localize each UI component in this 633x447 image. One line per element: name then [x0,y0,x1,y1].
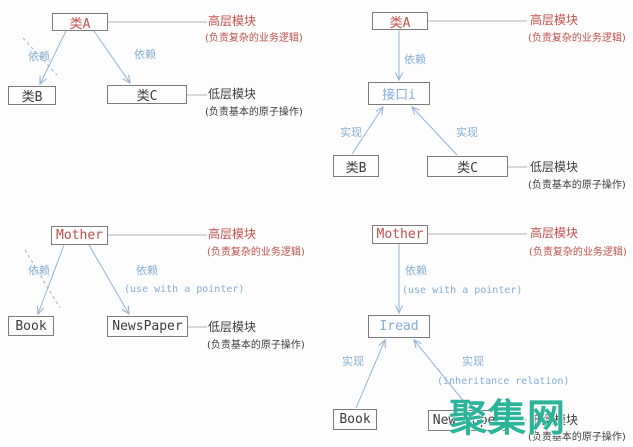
q4-high-module-sublabel: (负责复杂的业务逻辑) [529,247,627,258]
q4-newspaper-box: NewsPaper [428,410,508,431]
q2-low-module-label: 低层模块 [530,160,579,174]
q1-class-a-box: 类A [52,13,108,32]
q1-high-module-label: 高层模块 [208,14,257,28]
q1-dependency-label-left: 依赖 [28,50,50,63]
q1-dep-arrow-right [93,30,131,85]
q1-low-module-sublabel: (负责基本的原子操作) [205,107,303,118]
q2-high-module-label: 高层模块 [530,13,579,27]
q4-mother-box: Mother [372,225,428,244]
q1-dep-arrow-left [39,30,67,86]
q3-dashed-line [24,249,61,309]
q4-implement-label-left: 实现 [342,355,364,368]
q3-low-module-sublabel: (负责基本的原子操作) [207,340,305,351]
q3-pointer-note: (use with a pointer) [124,284,245,295]
q1-high-module-sublabel: (负责复杂的业务逻辑) [205,33,303,44]
q2-implement-label-right: 实现 [456,126,478,139]
q2-low-module-sublabel: (负责基本的原子操作) [528,180,626,191]
q4-inheritance-note: (inheritance relation) [437,376,570,387]
q4-dependency-label: 依赖 [405,264,427,277]
q4-low-module-sublabel: (负责基本的原子操作) [528,432,626,443]
q2-high-module-sublabel: (负责复杂的业务逻辑) [528,33,626,44]
q3-dep-arrow-right [88,244,130,316]
q4-high-module-label: 高层模块 [530,226,579,240]
q2-implement-label-left: 实现 [340,126,362,139]
q3-high-module-label: 高层模块 [208,227,257,241]
q3-newspaper-box: NewsPaper [107,316,188,337]
q4-pointer-note: (use with a pointer) [402,285,523,296]
q2-impl-arrow-right [411,106,458,156]
q2-class-a-box: 类A [372,12,428,31]
q4-impl-arrow-right [413,338,471,410]
q1-dashed-line [22,37,58,76]
q3-dep-arrow-left [36,244,65,316]
q4-book-box: Book [333,409,377,430]
q3-mother-box: Mother [51,226,108,245]
q1-low-module-label: 低层模块 [208,87,257,101]
q3-high-module-sublabel: (负责复杂的业务逻辑) [207,247,305,258]
q2-impl-arrow-left [351,105,384,155]
q2-interface-box: 接口i [368,82,430,105]
q3-dependency-label-left: 依赖 [28,264,50,277]
q3-low-module-label: 低层模块 [208,320,257,334]
q2-class-b-box: 类B [333,155,379,177]
q1-class-c-box: 类C [107,85,187,104]
watermark-juji-logo: 聚集网 [449,396,567,440]
q1-dependency-label-right: 依赖 [134,48,156,61]
q3-dependency-label-right: 依赖 [136,264,158,277]
q4-iread-box: Iread [368,315,430,338]
q1-class-b-box: 类B [8,86,56,105]
q4-impl-arrow-left [355,338,386,409]
q4-low-module-label: 低层模块 [530,413,579,427]
q3-book-box: Book [8,316,54,336]
q2-class-c-box: 类C [427,156,508,177]
q4-implement-label-right: 实现 [462,355,484,368]
q2-dependency-label: 依赖 [404,53,426,66]
